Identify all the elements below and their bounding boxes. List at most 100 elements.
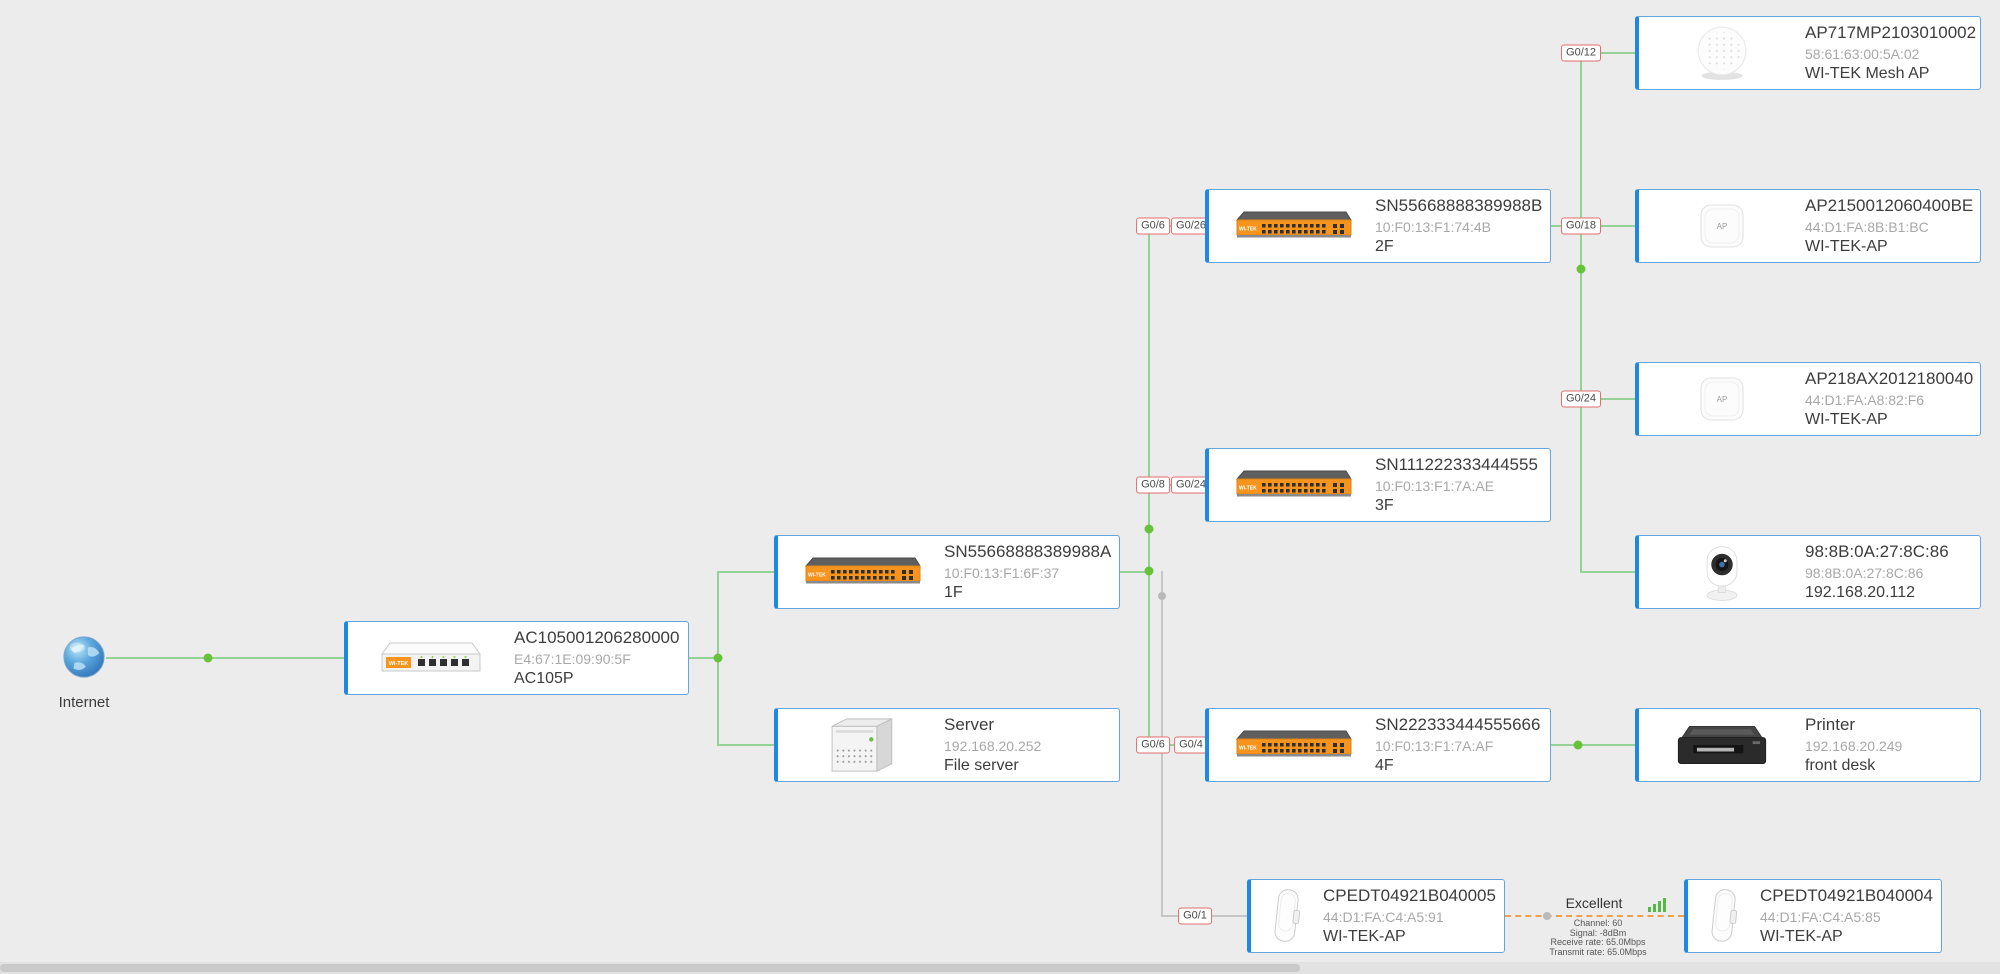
node-mac: 44:D1:FA:8B:B1:BC	[1805, 219, 1929, 235]
cpe-icon	[1688, 886, 1760, 946]
link-2f-branch	[1580, 52, 1582, 573]
node-switch-1f[interactable]: SN55668888389988A 10:F0:13:F1:6F:37 1F	[774, 535, 1120, 609]
wireless-transmit: Transmit rate: 65.0Mbps	[1549, 946, 1647, 957]
node-server[interactable]: Server 192.168.20.252 File server	[774, 708, 1120, 782]
node-ip: 192.168.20.252	[944, 738, 1042, 754]
wireless-link-line	[1505, 915, 1684, 917]
link-to-switch-1f	[718, 571, 774, 573]
node-ip: 192.168.20.249	[1805, 738, 1903, 754]
node-mac: 10:F0:13:F1:6F:37	[944, 565, 1060, 581]
link-internet-router	[106, 657, 344, 659]
router-icon	[348, 635, 514, 681]
link-to-camera	[1581, 571, 1635, 573]
link-to-mesh-ap	[1581, 52, 1635, 54]
switch-icon	[1209, 465, 1375, 505]
wireless-signal: Signal: -8dBm	[1569, 927, 1627, 938]
wireless-receive: Receive rate: 65.0Mbps	[1550, 937, 1646, 947]
node-label: 1F	[944, 584, 963, 601]
node-switch-2f[interactable]: SN55668888389988B 10:F0:13:F1:74:4B 2F	[1205, 189, 1551, 263]
internet-label: Internet	[58, 694, 110, 711]
node-label: WI-TEK-AP	[1805, 411, 1888, 428]
port-label-g0-6: G0/6	[1136, 217, 1170, 235]
node-title: SN111222333444555	[1375, 455, 1538, 474]
node-camera[interactable]: 98:8B:0A:27:8C:86 98:8B:0A:27:8C:86 192.…	[1635, 535, 1981, 609]
signal-strength-icon	[1648, 897, 1668, 918]
node-label: 4F	[1375, 757, 1394, 774]
node-title: SN55668888389988B	[1375, 196, 1543, 215]
wireless-quality-label: Excellent	[1565, 895, 1623, 911]
node-mac: 58:61:63:00:5A:02	[1805, 46, 1920, 62]
link-dot-gray	[1543, 912, 1551, 920]
link-dot	[1573, 740, 1583, 750]
node-mac: 10:F0:13:F1:74:4B	[1375, 219, 1491, 235]
node-label: AC105P	[514, 670, 574, 687]
node-title: AP218AX2012180040	[1805, 369, 1974, 388]
node-title: CPEDT04921B040004	[1760, 886, 1933, 905]
link-dot	[713, 653, 723, 663]
port-label-g0-8: G0/8	[1136, 476, 1170, 494]
node-label: WI-TEK-AP	[1805, 238, 1888, 255]
node-mac: 10:F0:13:F1:7A:AF	[1375, 738, 1494, 754]
port-label-g0-6b: G0/6	[1136, 736, 1170, 754]
link-dot	[203, 653, 213, 663]
node-mac: 98:8B:0A:27:8C:86	[1805, 565, 1924, 581]
wireless-stats: Channel: 60 Signal: -8dBm Receive rate: …	[1505, 918, 1691, 957]
link-4f-printer	[1551, 744, 1635, 746]
port-label-g0-1: G0/1	[1178, 907, 1212, 925]
node-switch-3f[interactable]: SN111222333444555 10:F0:13:F1:7A:AE 3F	[1205, 448, 1551, 522]
port-label-g0-4: G0/4	[1174, 736, 1208, 754]
port-label-g0-24: G0/24	[1561, 390, 1601, 408]
link-to-server	[718, 744, 774, 746]
ap-icon	[1639, 374, 1805, 424]
node-title: SN222333444555666	[1375, 715, 1541, 734]
node-ap-218[interactable]: AP218AX2012180040 44:D1:FA:A8:82:F6 WI-T…	[1635, 362, 1981, 436]
wireless-channel: Channel: 60	[1573, 918, 1623, 928]
node-cpe-004[interactable]: CPEDT04921B040004 44:D1:FA:C4:A5:85 WI-T…	[1684, 879, 1942, 953]
internet-globe-icon	[61, 634, 107, 680]
link-dot	[1576, 264, 1586, 274]
node-mac: 44:D1:FA:A8:82:F6	[1805, 392, 1925, 408]
switch-icon	[1209, 206, 1375, 246]
link-dot	[1144, 524, 1154, 534]
node-mac: 44:D1:FA:C4:A5:85	[1760, 909, 1881, 925]
node-cpe-005[interactable]: CPEDT04921B040005 44:D1:FA:C4:A5:91 WI-T…	[1247, 879, 1505, 953]
node-mac: 44:D1:FA:C4:A5:91	[1323, 909, 1444, 925]
node-label: front desk	[1805, 757, 1876, 774]
printer-icon	[1639, 719, 1805, 771]
camera-icon	[1639, 542, 1805, 602]
node-label: WI-TEK Mesh AP	[1805, 65, 1930, 82]
link-1f-junction	[1120, 571, 1149, 573]
switch-icon	[778, 552, 944, 592]
link-dot	[1144, 566, 1154, 576]
link-router-junction	[689, 657, 718, 659]
switch-icon	[1209, 725, 1375, 765]
port-label-g0-18: G0/18	[1561, 217, 1601, 235]
horizontal-scrollbar[interactable]	[0, 962, 2000, 974]
node-label: File server	[944, 757, 1019, 774]
node-switch-4f[interactable]: SN222333444555666 10:F0:13:F1:7A:AF 4F	[1205, 708, 1551, 782]
node-title: SN55668888389988A	[944, 542, 1112, 561]
port-label-g0-12: G0/12	[1561, 44, 1601, 62]
node-printer[interactable]: Printer 192.168.20.249 front desk	[1635, 708, 1981, 782]
node-router[interactable]: AC105001206280000 E4:67:1E:09:90:5F AC10…	[344, 621, 689, 695]
server-icon	[778, 715, 944, 775]
node-label: WI-TEK-AP	[1760, 928, 1843, 945]
mesh-ap-icon	[1639, 24, 1805, 82]
port-label-g0-24b: G0/24	[1171, 476, 1211, 494]
horizontal-scrollbar-thumb[interactable]	[0, 964, 1300, 972]
node-label: WI-TEK-AP	[1323, 928, 1406, 945]
link-to-ap215	[1581, 225, 1635, 227]
node-title: CPEDT04921B040005	[1323, 886, 1496, 905]
node-mac: 10:F0:13:F1:7A:AE	[1375, 478, 1495, 494]
port-label-g0-26: G0/26	[1171, 217, 1211, 235]
cpe-icon	[1251, 886, 1323, 946]
node-label: 192.168.20.112	[1805, 584, 1916, 601]
node-mesh-ap[interactable]: AP717MP2103010002 58:61:63:00:5A:02 WI-T…	[1635, 16, 1981, 90]
ap-icon	[1639, 201, 1805, 251]
node-ap-215[interactable]: AP2150012060400BE 44:D1:FA:8B:B1:BC WI-T…	[1635, 189, 1981, 263]
node-title: AP2150012060400BE	[1805, 196, 1974, 215]
node-title: AC105001206280000	[514, 628, 680, 647]
node-internet[interactable]: Internet	[59, 634, 109, 711]
node-label: 2F	[1375, 238, 1394, 255]
